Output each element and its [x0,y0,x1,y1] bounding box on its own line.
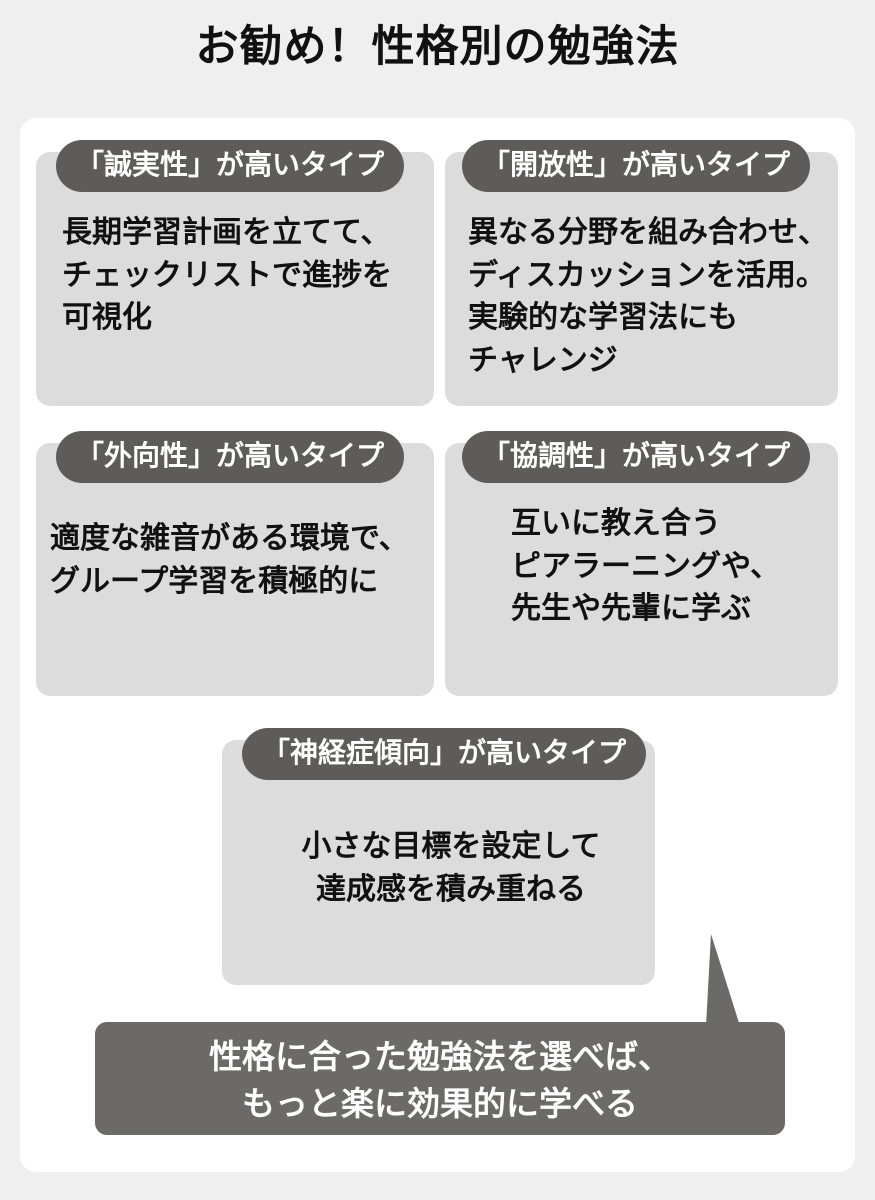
card-badge-extraversion: 「外向性」が高いタイプ [56,431,405,483]
personality-card-agreeableness [445,443,838,696]
card-badge-agreeableness: 「協調性」が高いタイプ [462,431,811,483]
card-badge-neuroticism: 「神経症傾向」が高いタイプ [242,728,647,780]
card-badge-openness: 「開放性」が高いタイプ [462,140,811,192]
card-body-neuroticism: 小さな目標を設定して 達成感を積み重ねる [301,830,601,906]
conclusion-banner [95,1022,785,1135]
speech-bubble-tail-icon [706,934,740,1026]
personality-card-neuroticism [222,740,655,985]
personality-card-conscientiousness [36,152,434,406]
conclusion-banner-text: 性格に合った勉強法を選べば、 もっと楽に効果的に学べる [209,1038,671,1122]
personality-card-openness [445,152,838,406]
card-body-agreeableness: 互いに教え合う ピアラーニングや、 先生や先輩に学ぶ [511,507,781,626]
card-badge-conscientiousness: 「誠実性」が高いタイプ [56,140,405,192]
card-body-extraversion: 適度な雑音がある環境で、 グループ学習を積極的に [50,522,409,598]
card-body-conscientiousness: 長期学習計画を立てて、 チェックリストで進捗を 可視化 [62,216,392,335]
personality-card-extraversion [36,443,434,696]
card-body-openness: 異なる分野を組み合わせ、 ディスカッションを活用。 実験的な学習法にも チャレン… [468,216,828,377]
page-title: お勧め！性格別の勉強法 [195,23,680,71]
